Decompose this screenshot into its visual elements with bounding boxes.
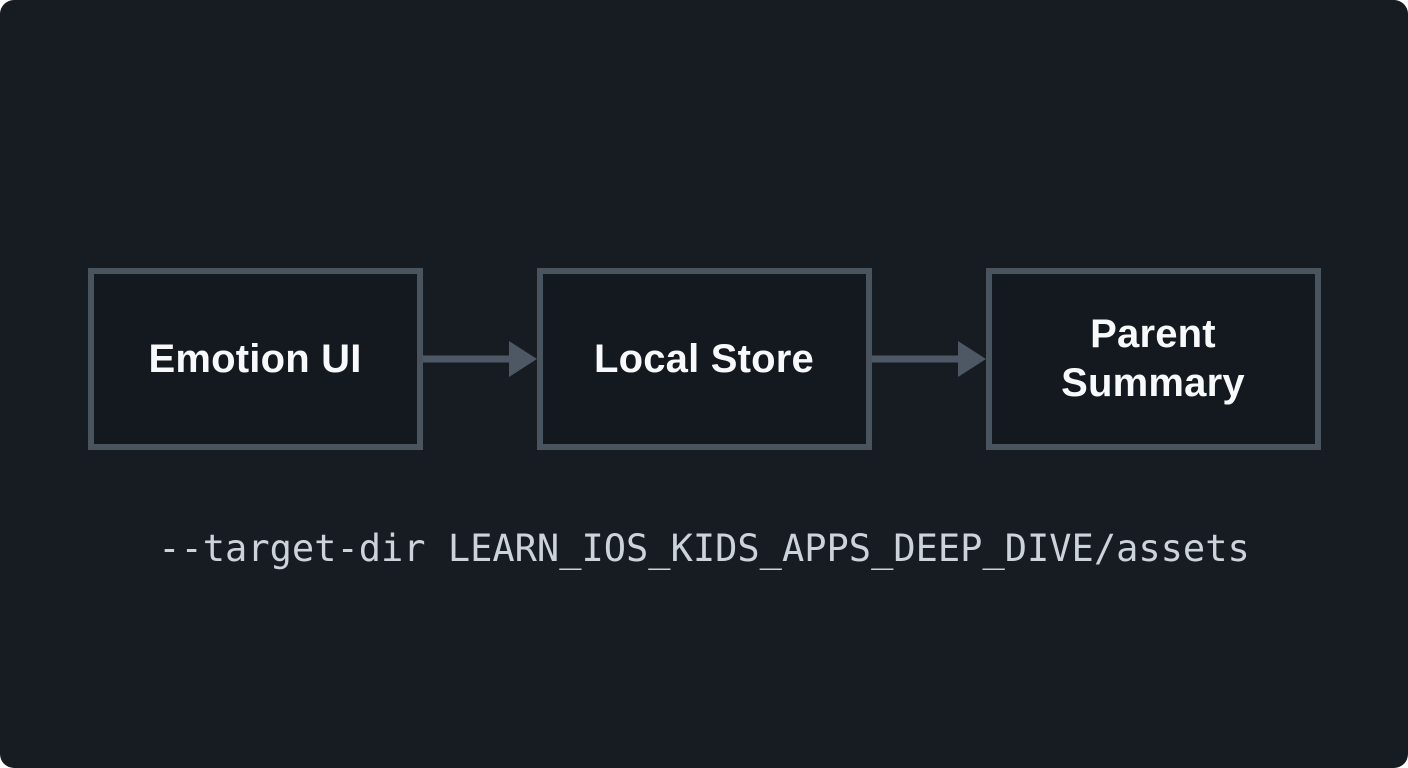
node-label: Local Store [593,336,815,381]
node-parent-summary: Parent Summary [985,268,1321,450]
command-text: --target-dir LEARN_IOS_KIDS_APPS_DEEP_DI… [158,527,1250,570]
node-label: Emotion UI [148,336,362,381]
arrow-shaft [422,355,511,363]
command-line: --target-dir LEARN_IOS_KIDS_APPS_DEEP_DI… [0,527,1408,570]
arrow-right-icon [871,268,986,450]
arrow-shaft [871,355,960,363]
flow-diagram: Emotion UI Local Store Parent Summary [0,268,1408,450]
node-local-store: Local Store [536,268,872,450]
arrow-head [508,341,537,377]
node-label: Parent Summary [1061,312,1245,405]
arrow-head [957,341,986,377]
arrow-right-icon [422,268,537,450]
node-emotion-ui: Emotion UI [87,268,423,450]
